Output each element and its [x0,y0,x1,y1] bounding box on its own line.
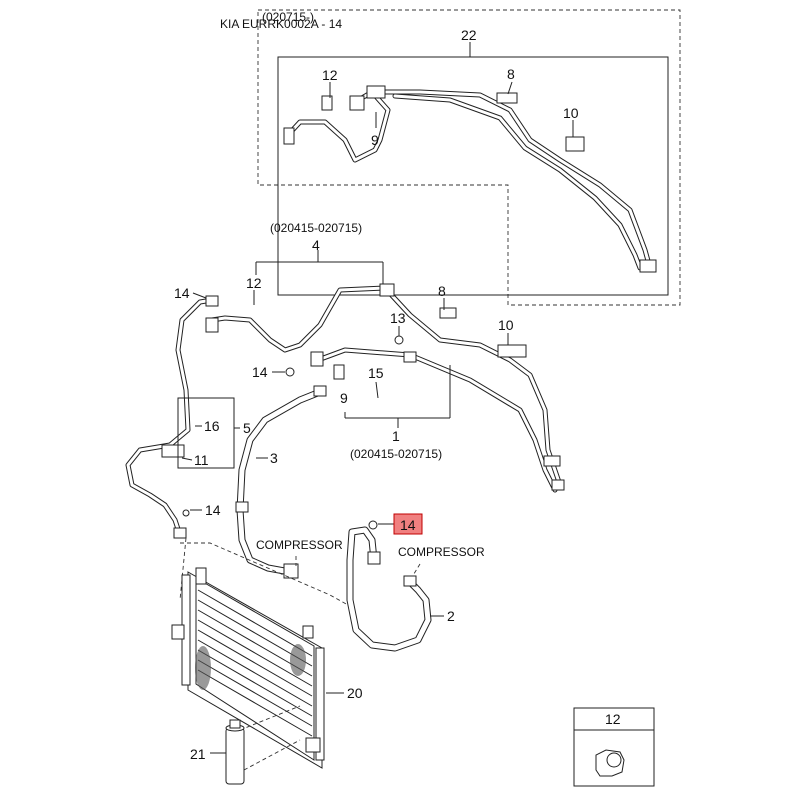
diagram-code: KIA EURRK0002A - 14 [220,17,342,31]
part-22-label: 22 [461,27,477,43]
inset-part-12: 12 [573,707,655,787]
part-5-label: 5 [243,420,251,436]
part-21-label: 21 [190,746,206,762]
inset-12-label: 12 [605,711,621,727]
date-range-bottom: (020415-020715) [350,447,442,461]
part-12b-label: 12 [246,275,262,291]
part-14c-label: 14 [205,502,221,518]
compressor-label-right: COMPRESSOR [398,545,485,559]
part-1-label: 1 [392,428,400,444]
part-16-label: 16 [204,418,220,434]
part-9b-label: 9 [340,390,348,406]
part-12a-label: 12 [322,67,338,83]
condenser-20 [171,537,349,769]
highlighted-part-14 [393,513,423,535]
bracket-5 [177,397,235,469]
part-4-label: 4 [312,237,320,253]
date-range-overlay: (020715-) [262,10,314,24]
part-9a-label: 9 [371,132,379,148]
highlighted-part-14-label: 14 [400,517,416,533]
part-20-label: 20 [347,685,363,701]
part-10b-label: 10 [498,317,514,333]
part-8a-label: 8 [507,66,515,82]
part-15-label: 15 [368,365,384,381]
part-10a-label: 10 [563,105,579,121]
part-14b-label: 14 [252,364,268,380]
assembly-22-box [277,56,669,296]
hose-3 [235,385,327,579]
upper-variant-boundary [257,9,681,306]
compressor-label-left: COMPRESSOR [256,538,343,552]
part-14a-label: 14 [174,285,190,301]
pipe-assembly-4 [209,283,565,493]
upper-pipe-assembly [283,85,657,273]
part-13-label: 13 [390,310,406,326]
hose-2 [346,526,432,652]
part-2-label: 2 [447,608,455,624]
part-3-label: 3 [270,450,278,466]
part-11-label: 11 [194,452,209,468]
receiver-drier-21 [225,705,301,785]
part-8b-label: 8 [438,283,446,299]
date-range-top: (020415-020715) [270,221,362,235]
